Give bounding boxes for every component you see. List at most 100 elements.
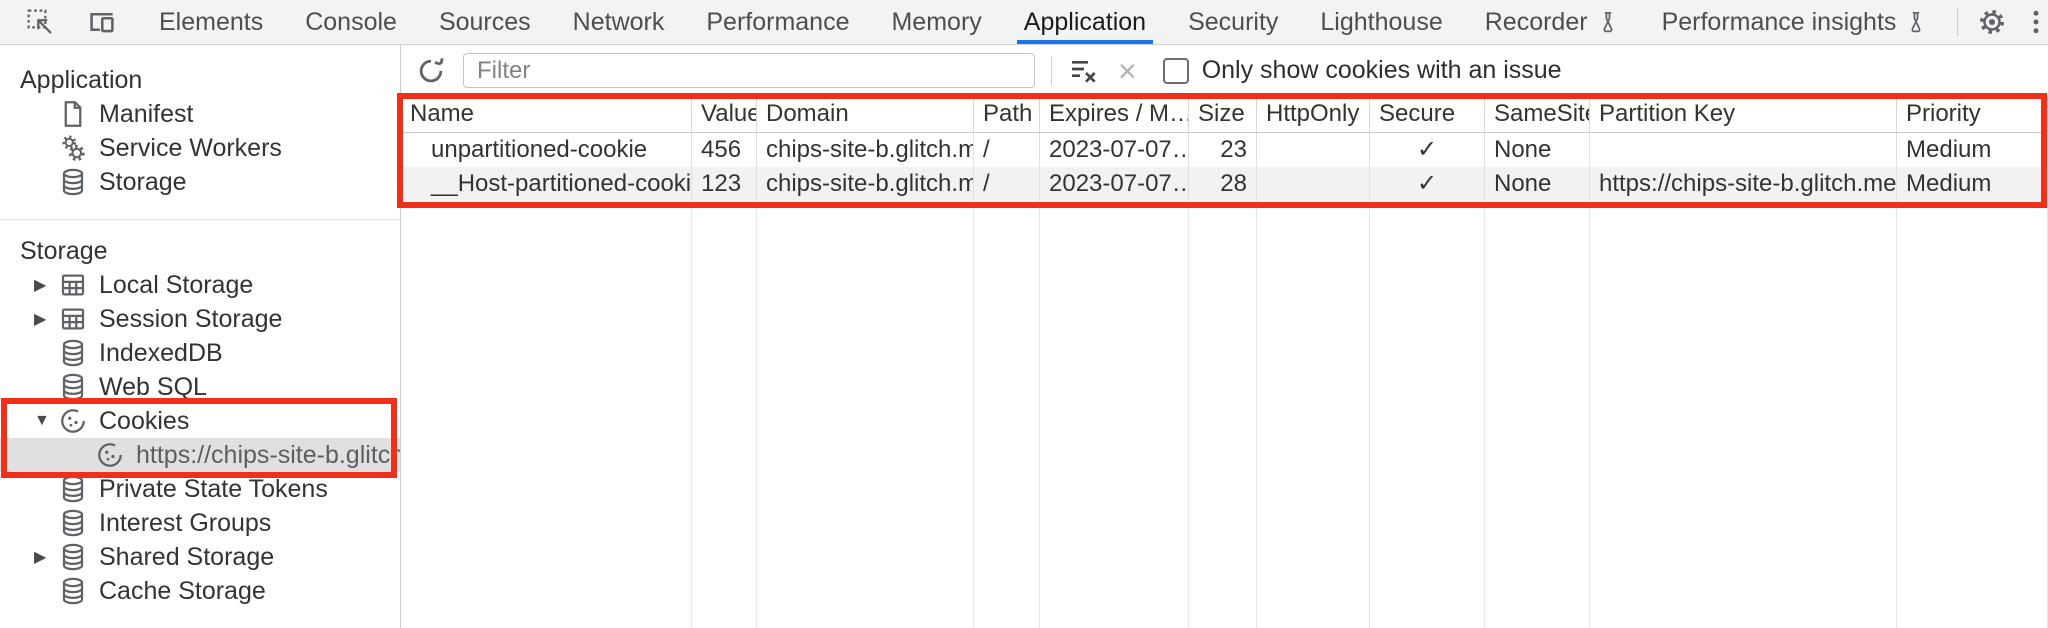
table-header-row: Name Value Domain Path Expires / M… Size… bbox=[401, 97, 2048, 133]
cell-samesite[interactable]: None bbox=[1485, 167, 1590, 201]
table-row[interactable]: unpartitioned-cookie 456 chips-site-b.gl… bbox=[401, 133, 2048, 167]
sidebar-item-session-storage[interactable]: ▶ Session Storage bbox=[0, 302, 400, 336]
database-icon bbox=[62, 168, 84, 196]
sidebar-item-private-state-tokens[interactable]: Private State Tokens bbox=[0, 472, 400, 506]
column-header-partition-key[interactable]: Partition Key bbox=[1590, 97, 1897, 132]
chevron-right-icon[interactable]: ▶ bbox=[34, 277, 47, 294]
cell-domain[interactable]: chips-site-b.glitch.me bbox=[757, 167, 974, 201]
chevron-down-icon[interactable]: ▼ bbox=[34, 412, 50, 429]
cell-secure[interactable]: ✓ bbox=[1370, 167, 1485, 201]
filter-input[interactable] bbox=[463, 53, 1035, 88]
issue-filter-checkbox[interactable] bbox=[1162, 57, 1189, 84]
sidebar-item-label: Shared Storage bbox=[99, 542, 275, 571]
sidebar-item-label: Cache Storage bbox=[99, 576, 266, 605]
cell-value[interactable]: 456 bbox=[692, 133, 757, 167]
sidebar-item-label: Service Workers bbox=[99, 133, 282, 162]
cell-priority[interactable]: Medium bbox=[1897, 133, 2048, 167]
cell-httponly[interactable] bbox=[1257, 167, 1370, 201]
tab-memory[interactable]: Memory bbox=[870, 0, 1002, 44]
gear-icon bbox=[1980, 10, 2005, 34]
column-header-domain[interactable]: Domain bbox=[757, 97, 974, 132]
cell-priority[interactable]: Medium bbox=[1897, 167, 2048, 201]
cell-expires[interactable]: 2023-07-07… bbox=[1040, 133, 1189, 167]
chevron-right-icon[interactable]: ▶ bbox=[34, 311, 47, 328]
cell-secure[interactable]: ✓ bbox=[1370, 133, 1485, 167]
sidebar-section-application: Application bbox=[20, 66, 143, 94]
tab-elements[interactable]: Elements bbox=[138, 0, 284, 44]
sidebar-section-storage: Storage bbox=[20, 237, 108, 265]
inspect-icon bbox=[27, 9, 52, 34]
tab-network[interactable]: Network bbox=[552, 0, 686, 44]
tab-security[interactable]: Security bbox=[1167, 0, 1299, 44]
sidebar-item-shared-storage[interactable]: ▶ Shared Storage bbox=[0, 540, 400, 574]
sidebar-item-interest-groups[interactable]: Interest Groups bbox=[0, 506, 400, 540]
settings-button[interactable] bbox=[1974, 4, 2010, 40]
sidebar-item-service-workers[interactable]: Service Workers bbox=[0, 131, 400, 165]
sidebar-item-cookies[interactable]: ▼ Cookies bbox=[0, 404, 400, 438]
cell-path[interactable]: / bbox=[974, 167, 1040, 201]
devtools-tabbar: Elements Console Sources Network Perform… bbox=[0, 0, 2048, 45]
database-icon bbox=[62, 373, 84, 401]
cell-partition-key[interactable] bbox=[1590, 133, 1897, 167]
sidebar-item-cookie-origin[interactable]: https://chips-site-b.glitch.me bbox=[0, 438, 400, 472]
chevron-right-icon[interactable]: ▶ bbox=[34, 549, 47, 566]
issue-filter-label: Only show cookies with an issue bbox=[1201, 56, 1562, 84]
column-header-samesite[interactable]: SameSite bbox=[1485, 97, 1590, 132]
clear-all-icon[interactable] bbox=[1068, 55, 1100, 87]
sidebar-item-manifest[interactable]: Manifest bbox=[0, 97, 400, 131]
cookies-panel: × Only show cookies with an issue Name V… bbox=[397, 45, 2048, 628]
cell-size[interactable]: 23 bbox=[1189, 133, 1257, 167]
sidebar-item-cache-storage[interactable]: Cache Storage bbox=[0, 574, 400, 608]
column-header-path[interactable]: Path bbox=[974, 97, 1040, 132]
sidebar-item-storage[interactable]: Storage bbox=[0, 165, 400, 199]
column-header-name[interactable]: Name bbox=[401, 97, 692, 132]
refresh-icon[interactable] bbox=[415, 55, 447, 87]
database-icon bbox=[62, 577, 84, 605]
column-header-expires[interactable]: Expires / M… bbox=[1040, 97, 1189, 132]
sidebar-item-local-storage[interactable]: ▶ Local Storage bbox=[0, 268, 400, 302]
tab-console[interactable]: Console bbox=[284, 0, 418, 44]
cell-path[interactable]: / bbox=[974, 133, 1040, 167]
experiment-flask-icon bbox=[1602, 11, 1613, 33]
cell-samesite[interactable]: None bbox=[1485, 133, 1590, 167]
file-icon bbox=[64, 101, 82, 127]
table-icon bbox=[61, 274, 85, 296]
tab-performance[interactable]: Performance bbox=[685, 0, 870, 44]
cookie-icon bbox=[98, 443, 122, 467]
cell-name[interactable]: unpartitioned-cookie bbox=[401, 133, 692, 167]
cell-httponly[interactable] bbox=[1257, 133, 1370, 167]
column-header-value[interactable]: Value bbox=[692, 97, 757, 132]
cell-size[interactable]: 28 bbox=[1189, 167, 1257, 201]
kebab-menu-icon bbox=[2033, 10, 2039, 34]
inspect-element-button[interactable] bbox=[22, 4, 58, 40]
cell-value[interactable]: 123 bbox=[692, 167, 757, 201]
sidebar-item-label: Interest Groups bbox=[99, 508, 272, 537]
sidebar-divider bbox=[0, 219, 400, 220]
table-row[interactable]: __Host-partitioned-cookie 123 chips-site… bbox=[401, 167, 2048, 201]
more-options-button[interactable] bbox=[2018, 4, 2048, 40]
column-header-size[interactable]: Size bbox=[1189, 97, 1257, 132]
sidebar-item-indexeddb[interactable]: IndexedDB bbox=[0, 336, 400, 370]
tab-application[interactable]: Application bbox=[1003, 0, 1167, 44]
tab-lighthouse[interactable]: Lighthouse bbox=[1299, 0, 1463, 44]
cell-domain[interactable]: chips-site-b.glitch.me bbox=[757, 133, 974, 167]
column-header-priority[interactable]: Priority bbox=[1897, 97, 2048, 132]
tab-sources[interactable]: Sources bbox=[418, 0, 552, 44]
column-header-httponly[interactable]: HttpOnly bbox=[1257, 97, 1370, 132]
cell-expires[interactable]: 2023-07-07… bbox=[1040, 167, 1189, 201]
column-header-secure[interactable]: Secure bbox=[1370, 97, 1485, 132]
cell-partition-key[interactable]: https://chips-site-b.glitch.me bbox=[1590, 167, 1897, 201]
cell-name[interactable]: __Host-partitioned-cookie bbox=[401, 167, 692, 201]
sidebar-item-label: https://chips-site-b.glitch.me bbox=[136, 440, 400, 469]
tab-performance-insights[interactable]: Performance insights bbox=[1641, 0, 1950, 44]
delete-icon[interactable]: × bbox=[1118, 52, 1137, 89]
tab-recorder[interactable]: Recorder bbox=[1464, 0, 1641, 44]
tab-label: Security bbox=[1188, 7, 1279, 36]
table-icon bbox=[61, 308, 85, 330]
tabbar-separator bbox=[1957, 8, 1959, 36]
sidebar-item-web-sql[interactable]: Web SQL bbox=[0, 370, 400, 404]
device-toolbar-button[interactable] bbox=[84, 4, 120, 40]
device-toolbar-icon bbox=[90, 13, 114, 33]
tab-label: Elements bbox=[159, 7, 264, 36]
